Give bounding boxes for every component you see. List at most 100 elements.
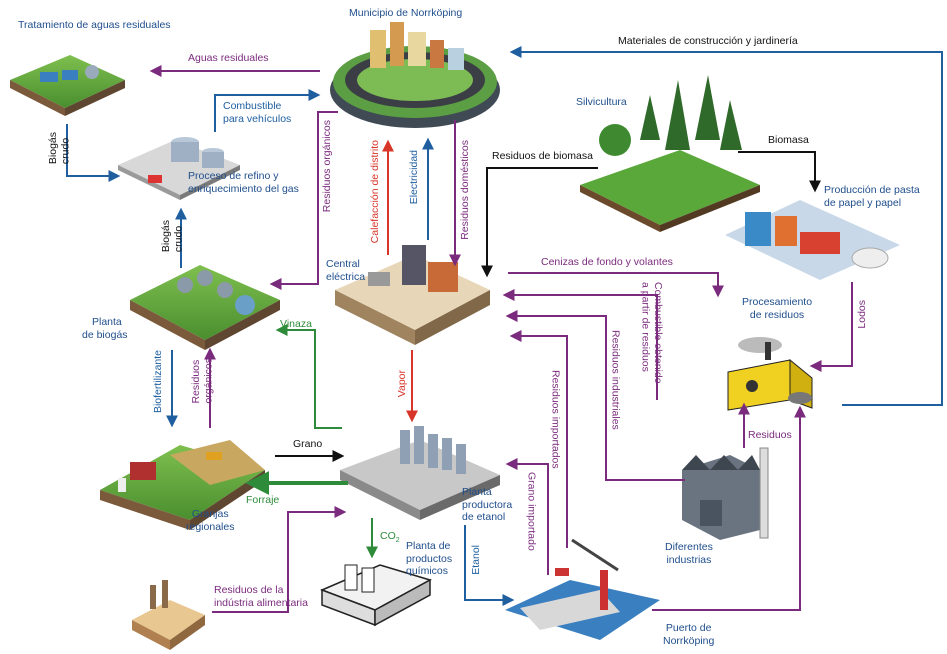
flow-vinaza: Vinaza (280, 318, 312, 330)
arrow-alimentaria (212, 506, 347, 613)
flow-aguas-residuales: Aguas residuales (188, 52, 269, 64)
flow-biofertilizante: Biofertilizante (152, 350, 164, 414)
waste-processing-illustration (727, 337, 813, 411)
node-puerto: Puerto de Norrköping (663, 622, 714, 647)
node-industrias-line1: Diferentes (665, 541, 713, 553)
node-quimicos-line1: Planta de (406, 540, 451, 552)
node-planta-biogas: Planta de biogás (82, 316, 128, 341)
node-puerto-line1: Puerto de (665, 622, 712, 634)
flow-grano-importado: Grano importado (525, 472, 538, 551)
flow-co2-sub: 2 (395, 537, 400, 545)
node-granjas: Granjas regionales (186, 508, 234, 533)
flow-biogas-mid-line1: Biogás (160, 220, 172, 253)
node-planta-biogas-line2: de biogás (82, 328, 128, 341)
node-refino-line2: enriquecimiento del gas (188, 182, 299, 195)
node-planta-biogas-line1: Planta (92, 316, 122, 328)
flow-biogas-mid-line2: crudo (172, 225, 185, 253)
flow-alimentaria-line1: Residuos de la (214, 584, 284, 596)
arrow-grano-importado (505, 458, 549, 575)
flow-combustible-vehiculos: Combustible para vehículos (223, 100, 291, 125)
municipality-illustration (330, 22, 500, 128)
chemical-plant-illustration (319, 564, 432, 627)
flow-grano: Grano (293, 438, 323, 450)
node-silvicultura: Silvicultura (576, 96, 627, 108)
flow-biogas-crudo-mid: Biogás crudo (160, 220, 185, 252)
node-puerto-line2: Norrköping (663, 634, 715, 647)
food-industry-illustration (132, 580, 205, 650)
arrow-biogas-crudo-top (66, 124, 121, 182)
node-tratamiento: Tratamiento de aguas residuales (18, 19, 171, 31)
gas-refining-illustration (118, 137, 240, 200)
arrow-biomasa (738, 151, 821, 193)
node-etanol-line1: Planta (462, 486, 492, 498)
flow-residuos-importados: Residuos importados (549, 370, 562, 469)
flow-calefaccion: Calefacción de distrito (369, 140, 381, 244)
node-procesamiento-line1: Procesamiento (742, 296, 813, 308)
node-granjas-line1: Granjas (191, 508, 229, 520)
node-pasta-line1: Producción de pasta (824, 184, 920, 196)
node-central-line1: Central (326, 258, 360, 270)
node-municipio: Municipio de Norrköping (349, 7, 463, 19)
node-procesamiento: Procesamiento de residuos (742, 296, 812, 321)
flow-biomasa: Biomasa (768, 134, 809, 146)
farms-illustration (100, 440, 265, 530)
node-quimicos-line3: químicos (406, 565, 449, 577)
arrow-residuos-organicos-muni (269, 111, 338, 290)
arrow-materiales (509, 46, 943, 406)
arrow-vinaza (275, 324, 342, 429)
node-quimicos-line2: productos (406, 552, 453, 565)
node-quimicos: Planta de productos químicos (406, 540, 452, 578)
flow-etanol: Etanol (470, 545, 482, 575)
flow-co2: CO2 (380, 530, 400, 548)
flow-co2-text: CO (380, 530, 396, 542)
arrow-combustible-residuos (502, 289, 658, 400)
flow-combustible-residuos-line1: Combustible obtenido (652, 282, 664, 384)
flow-lodos: Lodos (856, 300, 868, 329)
node-industrias: Diferentes industrias (665, 541, 713, 566)
flow-vapor: Vapor (396, 370, 408, 398)
node-refino-line1: Proceso de refino y (188, 170, 279, 182)
flow-residuos-organicos-granjas: Residuos orgánicos (190, 358, 215, 404)
flow-materiales: Materiales de construcción y jardinería (618, 35, 798, 47)
arrow-residuos-biomasa (481, 167, 598, 278)
arrow-residuos-industriales (505, 310, 685, 481)
node-etanol-line3: de etanol (462, 511, 506, 523)
arrow-puerto-residuos (652, 405, 806, 611)
node-pasta: Producción de pasta de papel y papel (824, 184, 920, 209)
power-plant-illustration (335, 245, 490, 345)
flow-combustible-residuos-line2: a partir de residuos (639, 282, 652, 372)
flow-residuos-industriales: Residuos industriales (609, 330, 622, 430)
arrow-etanol (464, 525, 515, 606)
industries-illustration (682, 447, 769, 540)
arrow-combustible-vehiculos (214, 89, 321, 132)
pulp-mill-illustration (725, 200, 900, 280)
flow-combustible-line2: para vehículos (223, 112, 292, 125)
flow-biogas-top-line2: crudo (59, 137, 72, 165)
node-refino: Proceso de refino y enriquecimiento del … (188, 170, 299, 195)
node-granjas-line2: regionales (186, 520, 235, 533)
flow-electricidad: Electricidad (408, 150, 420, 205)
arrow-cenizas (508, 272, 724, 298)
node-central-line2: eléctrica (326, 270, 366, 283)
flow-biogas-crudo-top: Biogás crudo (47, 132, 72, 164)
flow-cenizas: Cenizas de fondo y volantes (541, 256, 673, 268)
node-procesamiento-line2: de residuos (749, 308, 805, 321)
flow-residuos-biomasa: Residuos de biomasa (492, 150, 593, 162)
node-etanol-line2: productora (462, 498, 513, 511)
port-illustration (505, 538, 660, 640)
forestry-illustration (580, 75, 760, 232)
flow-alimentaria: Residuos de la indústria alimentaria (214, 584, 308, 609)
flow-combustible-line1: Combustible (223, 100, 282, 112)
flow-residuos: Residuos (748, 429, 792, 441)
flow-combustible-residuos: Combustible obtenido a partir de residuo… (639, 282, 665, 384)
node-etanol: Planta productora de etanol (462, 486, 512, 524)
node-industrias-line2: industrias (666, 553, 712, 566)
ethanol-plant-illustration (340, 426, 500, 520)
flow-forraje: Forraje (246, 494, 280, 506)
flow-alimentaria-line2: indústria alimentaria (214, 596, 308, 609)
flow-biogas-top-line1: Biogás (47, 132, 59, 165)
arrow-lodos (809, 282, 853, 372)
node-pasta-line2: de papel y papel (824, 196, 902, 209)
